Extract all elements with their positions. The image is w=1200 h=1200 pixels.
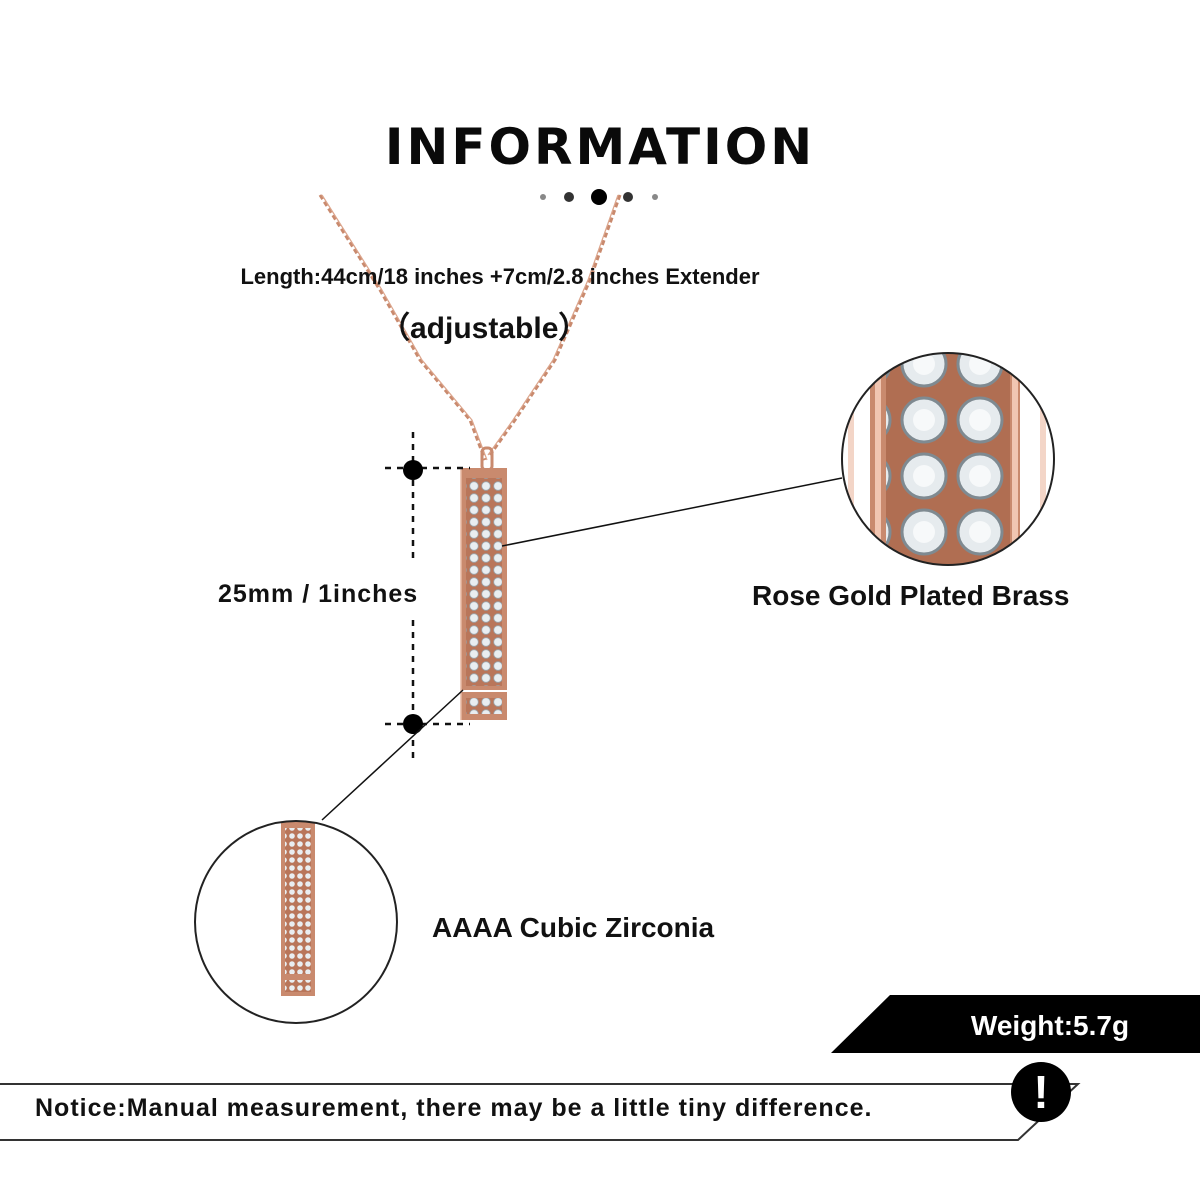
dimension-label: 25mm / 1inches [218,580,419,608]
stone-callout-line [321,689,464,821]
length-spec: Length:44cm/18 inches +7cm/2.8 inches Ex… [240,264,760,289]
page-title: INFORMATION [384,118,816,176]
material-callout-line [501,477,843,547]
dimension-bottom-dot [403,714,423,734]
weight-banner [831,995,1200,1053]
stone-label: AAAA Cubic Zirconia [432,912,715,943]
exclamation-icon: ! [1011,1062,1071,1122]
page-dot-5[interactable] [652,194,658,200]
dimension-top-dot [403,460,423,480]
page-dot-1[interactable] [540,194,546,200]
page-dot-4[interactable] [623,192,633,202]
weight-label: Weight:5.7g [970,1010,1130,1041]
page-dot-3-active[interactable] [591,189,607,205]
adjustable-note: （adjustable） [380,312,589,345]
material-zoom-circle [841,352,1055,566]
pendant-zoom-circle [194,820,398,1024]
notice-text: Notice:Manual measurement, there may be … [35,1094,873,1122]
dimension-markers [385,432,470,760]
pendant-bar [460,468,507,720]
material-label: Rose Gold Plated Brass [752,580,1070,611]
page-dot-2[interactable] [564,192,574,202]
